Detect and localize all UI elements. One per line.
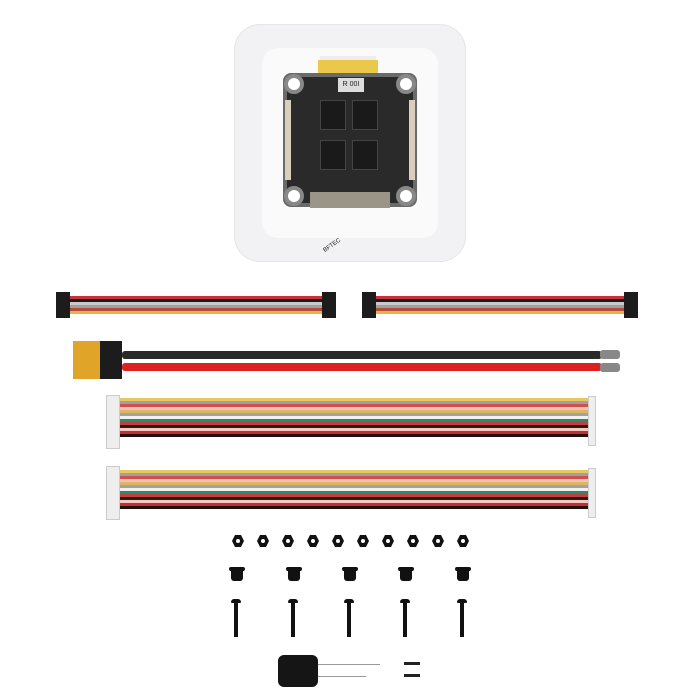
screw-icon — [400, 599, 410, 637]
bottom-connector — [310, 192, 390, 208]
red-power-wire — [122, 363, 602, 371]
nut-icon — [232, 535, 244, 547]
nut-icon — [332, 535, 344, 547]
nut-icon — [457, 535, 469, 547]
xt60-back — [100, 341, 122, 379]
screw-icon — [288, 599, 298, 637]
standoff-icon — [455, 567, 471, 581]
jst-connector — [624, 292, 638, 318]
side-pads-left — [285, 100, 291, 180]
mount-hole-tl — [284, 74, 304, 94]
top-connector-pads — [318, 60, 378, 74]
black-power-wire — [122, 351, 602, 359]
mosfet-chip — [352, 140, 378, 170]
mosfet-chip — [320, 100, 346, 130]
jst-connector — [322, 292, 336, 318]
short-cable-1 — [70, 296, 326, 314]
capacitor-lead — [318, 664, 380, 665]
xt60-connector — [73, 341, 103, 379]
tinned-wire-end — [600, 363, 620, 372]
screw-icon — [231, 599, 241, 637]
ribbon-connector — [588, 396, 596, 446]
mount-hole-tr — [396, 74, 416, 94]
ribbon-connector — [106, 395, 120, 449]
ribbon-connector — [106, 466, 120, 520]
nut-icon — [307, 535, 319, 547]
standoff-icon — [398, 567, 414, 581]
screw-icon — [344, 599, 354, 637]
ribbon-connector — [588, 468, 596, 518]
nut-icon — [407, 535, 419, 547]
screw-icon — [457, 599, 467, 637]
short-cable-2 — [376, 296, 626, 314]
standoff-icon — [229, 567, 245, 581]
ribbon-cable-1 — [120, 398, 588, 437]
mosfet-chip — [320, 140, 346, 170]
mount-hole-br — [396, 186, 416, 206]
jst-connector — [362, 292, 376, 318]
side-pads-right — [409, 100, 415, 180]
tinned-wire-end — [600, 350, 620, 359]
nut-icon — [357, 535, 369, 547]
ribbon-cable-2 — [120, 470, 588, 509]
nut-icon — [432, 535, 444, 547]
flight-controller-board — [283, 73, 417, 207]
mount-hole-bl — [284, 186, 304, 206]
heat-shrink-icon — [404, 674, 420, 677]
capacitor-lead — [318, 676, 366, 677]
standoff-icon — [286, 567, 302, 581]
board-chip-label: R 00I — [338, 78, 364, 92]
heat-shrink-icon — [404, 662, 420, 665]
nut-icon — [382, 535, 394, 547]
mosfet-chip — [352, 100, 378, 130]
capacitor-icon — [278, 655, 318, 687]
nut-icon — [257, 535, 269, 547]
nut-icon — [282, 535, 294, 547]
standoff-icon — [342, 567, 358, 581]
jst-connector — [56, 292, 70, 318]
